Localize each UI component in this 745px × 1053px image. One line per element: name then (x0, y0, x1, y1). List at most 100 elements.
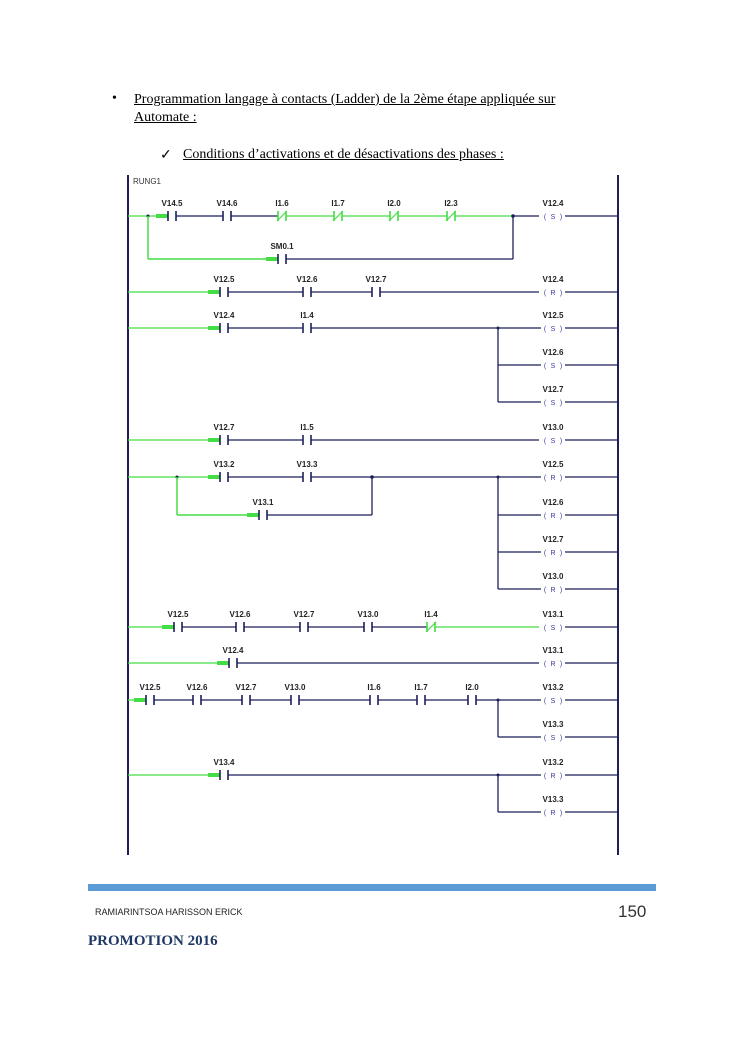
contact-label: I1.5 (300, 423, 314, 432)
subsection-heading: Conditions d’activations et de désactiva… (183, 147, 504, 162)
energized-indicator (208, 773, 220, 777)
coil-paren-right: ) (560, 513, 562, 520)
coil-paren-right: ) (560, 290, 562, 297)
coil-paren-left: ( (544, 587, 547, 594)
page-number: 150 (618, 902, 647, 921)
contact-label: V13.2 (214, 460, 235, 469)
contact-label: V12.6 (230, 610, 251, 619)
coil-paren-left: ( (544, 400, 547, 407)
coil-symbol: S (551, 438, 556, 445)
contact-label: V13.0 (358, 610, 379, 619)
contact-label: V12.4 (223, 646, 244, 655)
contact-label: V14.6 (217, 199, 238, 208)
coil-label: V13.0 (543, 572, 564, 581)
contact-label: V13.0 (285, 683, 306, 692)
contact-label: V13.1 (253, 498, 274, 507)
coil-paren-right: ) (560, 475, 562, 482)
normally-closed-slash (332, 210, 344, 222)
contact-label: V12.7 (214, 423, 235, 432)
coil-label: V12.4 (543, 199, 564, 208)
coil-symbol: R (550, 475, 555, 482)
coil-paren-right: ) (560, 773, 562, 780)
coil-paren-left: ( (544, 550, 547, 557)
contact-label: V12.6 (187, 683, 208, 692)
normally-closed-slash (425, 621, 437, 633)
checkmark-icon: ✓ (160, 148, 172, 163)
coil-label: V13.2 (543, 758, 564, 767)
contact-label: V13.3 (297, 460, 318, 469)
coil-symbol: R (550, 661, 555, 668)
coil-label: V12.6 (543, 498, 564, 507)
coil-paren-right: ) (560, 214, 562, 221)
contact-label: V12.7 (236, 683, 257, 692)
coil-paren-right: ) (560, 400, 562, 407)
normally-closed-slash (388, 210, 400, 222)
contact-label: I2.0 (465, 683, 479, 692)
coil-label: V13.1 (543, 646, 564, 655)
energized-indicator (217, 661, 229, 665)
coil-paren-left: ( (544, 475, 547, 482)
coil-label: V13.1 (543, 610, 564, 619)
coil-paren-left: ( (544, 698, 547, 705)
contact-label: I1.4 (424, 610, 438, 619)
coil-label: V12.7 (543, 535, 564, 544)
contact-label: I1.6 (275, 199, 289, 208)
contact-label: V12.5 (140, 683, 161, 692)
coil-label: V12.5 (543, 460, 564, 469)
coil-paren-left: ( (544, 735, 547, 742)
coil-paren-left: ( (544, 363, 547, 370)
contact-label: I2.3 (444, 199, 458, 208)
coil-symbol: R (550, 290, 555, 297)
coil-symbol: S (551, 400, 556, 407)
contact-label: I1.7 (331, 199, 345, 208)
coil-symbol: S (551, 698, 556, 705)
coil-label: V13.0 (543, 423, 564, 432)
contact-label: V12.6 (297, 275, 318, 284)
coil-paren-right: ) (560, 810, 562, 817)
energized-indicator (208, 326, 220, 330)
coil-paren-left: ( (544, 773, 547, 780)
coil-symbol: R (550, 810, 555, 817)
coil-paren-right: ) (560, 735, 562, 742)
coil-paren-left: ( (544, 214, 547, 221)
contact-label: I1.7 (414, 683, 428, 692)
coil-label: V12.4 (543, 275, 564, 284)
coil-symbol: S (551, 326, 556, 333)
coil-symbol: S (551, 214, 556, 221)
coil-label: V13.3 (543, 720, 564, 729)
coil-paren-right: ) (560, 550, 562, 557)
normally-closed-slash (445, 210, 457, 222)
coil-symbol: S (551, 363, 556, 370)
energized-indicator (208, 290, 220, 294)
contact-label: V14.5 (162, 199, 183, 208)
rung-title: RUNG1 (133, 177, 162, 186)
section-heading: Programmation langage à contacts (Ladder… (134, 92, 556, 125)
coil-paren-right: ) (560, 363, 562, 370)
footer-divider (88, 884, 656, 891)
coil-label: V12.5 (543, 311, 564, 320)
coil-paren-right: ) (560, 625, 562, 632)
contact-label: V13.4 (214, 758, 235, 767)
coil-paren-left: ( (544, 290, 547, 297)
coil-symbol: R (550, 773, 555, 780)
contact-label: I1.6 (367, 683, 381, 692)
coil-paren-left: ( (544, 625, 547, 632)
energized-indicator (208, 438, 220, 442)
coil-paren-left: ( (544, 513, 547, 520)
contact-label: V12.7 (294, 610, 315, 619)
coil-label: V12.7 (543, 385, 564, 394)
contact-label: SM0.1 (270, 242, 294, 251)
coil-paren-left: ( (544, 810, 547, 817)
coil-symbol: R (550, 550, 555, 557)
contact-label: V12.5 (214, 275, 235, 284)
coil-symbol: R (550, 587, 555, 594)
footer-author: RAMIARINTSOA HARISSON ERICK (95, 907, 243, 917)
coil-paren-left: ( (544, 661, 547, 668)
coil-paren-right: ) (560, 438, 562, 445)
footer-promotion: PROMOTION 2016 (88, 933, 218, 949)
coil-paren-left: ( (544, 438, 547, 445)
contact-label: V12.4 (214, 311, 235, 320)
coil-label: V12.6 (543, 348, 564, 357)
energized-indicator (208, 475, 220, 479)
